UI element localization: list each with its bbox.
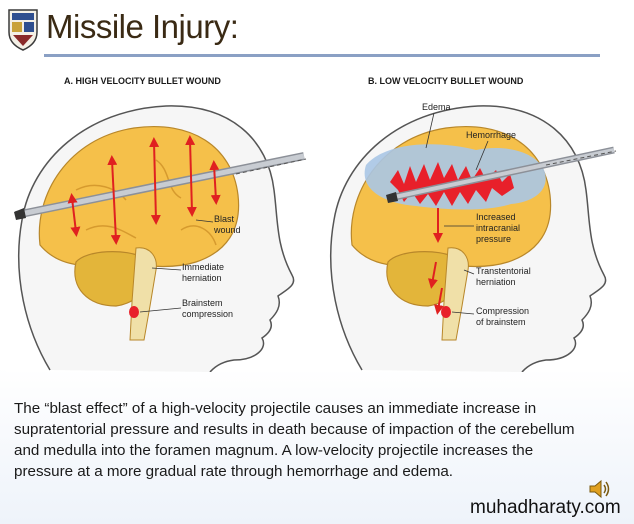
label-intracranial: intracranial [476,223,520,233]
blast-arrows-a [67,135,221,245]
label-immediate: Immediate [182,262,224,272]
label-transtentorial: Transtentorial [476,266,531,276]
university-crest-icon [8,9,38,51]
label-compression-a: compression [182,309,233,319]
label-hemorrhage: Hemorrhage [466,130,516,140]
label-of-brainstem: of brainstem [476,317,526,327]
label-pressure: pressure [476,234,511,244]
brainstem-compression-spot-a [129,306,139,318]
panel-a-high-velocity: A. HIGH VELOCITY BULLET WOUND Blast [14,76,307,372]
slide-caption: The “blast effect” of a high-velocity pr… [14,400,575,480]
watermark-text: muhadharaty.com [470,497,621,518]
brainstem-compression-spot-b [441,306,451,318]
label-wound: wound [213,225,241,235]
label-brainstem: Brainstem [182,298,223,308]
pressure-arrows-b [427,208,444,315]
bullet-track-b [386,146,617,203]
label-herniation-a: herniation [182,273,222,283]
panel-a-heading: A. HIGH VELOCITY BULLET WOUND [64,76,221,86]
label-blast: Blast [214,214,235,224]
slide-title: Missile Injury: [46,8,239,45]
panel-b-low-velocity: B. LOW VELOCITY BULLET WOUND Edema He [329,76,617,372]
label-compression-b: Compression [476,306,529,316]
panel-b-heading: B. LOW VELOCITY BULLET WOUND [368,76,524,86]
speaker-icon[interactable] [588,478,612,500]
label-herniation-b: herniation [476,277,516,287]
title-underline [44,54,600,57]
label-increased: Increased [476,212,516,222]
missile-injury-diagram: A. HIGH VELOCITY BULLET WOUND Blast [6,70,628,372]
label-edema: Edema [422,102,451,112]
